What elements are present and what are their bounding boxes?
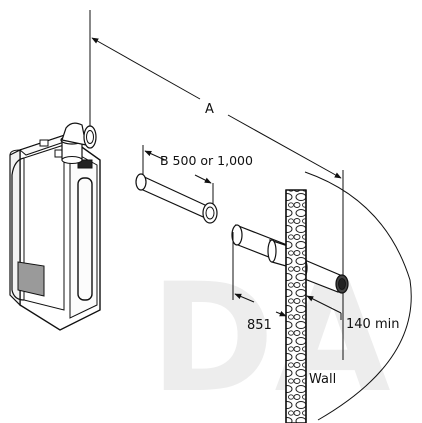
dimension-a-label: A: [205, 102, 214, 117]
dimension-851: 851: [232, 232, 287, 333]
detail-outline: [304, 171, 412, 421]
wall: [285, 189, 307, 423]
dimension-140-min: 140 min: [306, 295, 399, 332]
dimension-a: A: [89, 10, 344, 360]
watermark-text: DA: [150, 252, 391, 423]
dimension-851-label: 851: [247, 318, 272, 333]
dimension-b-label: B 500 or 1,000: [160, 153, 253, 168]
water-heater-unit: [9, 134, 101, 331]
dimension-140-label: 140 min: [346, 317, 399, 332]
dimension-b: B 500 or 1,000: [142, 145, 253, 210]
vent-elbow: [60, 122, 97, 164]
extension-pipe: [135, 173, 218, 224]
wall-label: Wall: [309, 372, 336, 387]
